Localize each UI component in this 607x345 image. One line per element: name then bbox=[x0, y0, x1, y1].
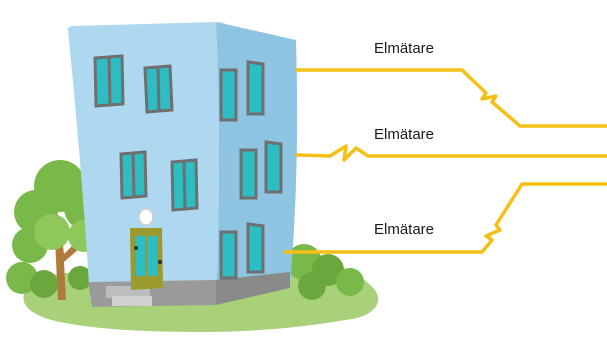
meter-label-1: Elmätare bbox=[374, 40, 434, 57]
bush-icon bbox=[6, 262, 92, 298]
apartment-building-icon bbox=[67, 22, 298, 307]
doorway-lamp-icon bbox=[138, 208, 154, 226]
meter-label-3: Elmätare bbox=[374, 221, 434, 238]
meter-label-2: Elmätare bbox=[374, 126, 434, 143]
power-cable-icon bbox=[283, 68, 607, 254]
tree-icon bbox=[12, 160, 108, 300]
